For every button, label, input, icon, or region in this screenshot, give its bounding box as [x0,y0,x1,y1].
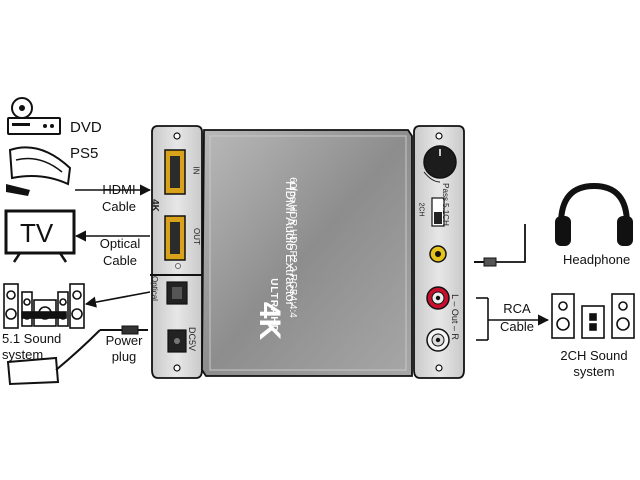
device-left-panel [150,125,204,379]
optical-port-label: Optical [149,276,159,301]
power-plug-label: Power plug [96,333,152,365]
rca-cable-lines [476,297,550,341]
rca-cable-label: RCA Cable [494,301,540,335]
headphone-jack [429,245,447,263]
ps5-label: PS5 [70,145,99,162]
optical-cable-label: Optical Cable [92,236,148,269]
headphone-cable [474,224,526,267]
sound-system-51-icon [3,283,85,329]
hdmi-in-label: IN [191,166,201,175]
optical-cable-label-line1: Optical [99,236,141,251]
tv-screen-text: TV [20,218,54,248]
hdmi-cable-label: HDMI Cable [92,182,146,215]
hdmi-cable-label-line2: Cable [102,199,136,215]
rca-cable-label-line2: Cable [500,319,534,335]
hdmi-4k-badge: 4K [148,199,160,212]
sound51-label-line2: system [2,347,44,363]
hdmi-out-label: OUT [191,228,201,245]
power-adapter-icon [6,325,148,386]
device-body [201,129,413,377]
dvd-player-icon [7,97,61,135]
logo-ultrahd: ULTRAHD [267,278,279,333]
optical-port [166,281,188,305]
sound2ch-label: 2CH Sound system [552,348,636,380]
sound2ch-label-line1: 2CH Sound [560,348,628,363]
switch-pass-label: Pass 5.1CH [440,183,450,226]
power-plug-label-line2: plug [111,349,137,365]
sound51-label: 5.1 Sound system [2,331,62,363]
hdmi-in-port [164,149,186,195]
dc5v-label: DC5V [187,326,198,352]
device-right-panel [413,125,465,379]
switch-2ch-label: 2CH [417,202,425,217]
headphone-label: Headphone [563,252,631,267]
sound51-label-line1: 5.1 Sound [2,331,62,346]
hdmi-out-port [164,215,186,261]
hdmi-cable-label-line1: HDMI [102,182,136,197]
spec-line: 60fps HDR HDCP2.2 RGB4:4:4 [286,177,298,318]
sound-system-2ch-icon [551,293,635,339]
rca-cable-label-line1: RCA [503,301,531,316]
rca-left-jack [426,328,450,352]
rca-out-label: L – Out – R [449,294,460,340]
dvd-label: DVD [70,119,102,136]
volume-knob [423,145,457,183]
rca-right-jack [426,286,450,310]
power-plug-label-line1: Power [105,333,143,348]
optical-cable-label-line2: Cable [103,253,137,269]
headphone-icon [555,182,633,246]
ps5-console-icon [6,146,72,196]
sound2ch-label-line2: system [573,364,615,380]
sound51-line [84,291,151,308]
dc-power-port [167,329,187,353]
mode-switch [431,197,445,227]
tv-icon [4,209,76,263]
